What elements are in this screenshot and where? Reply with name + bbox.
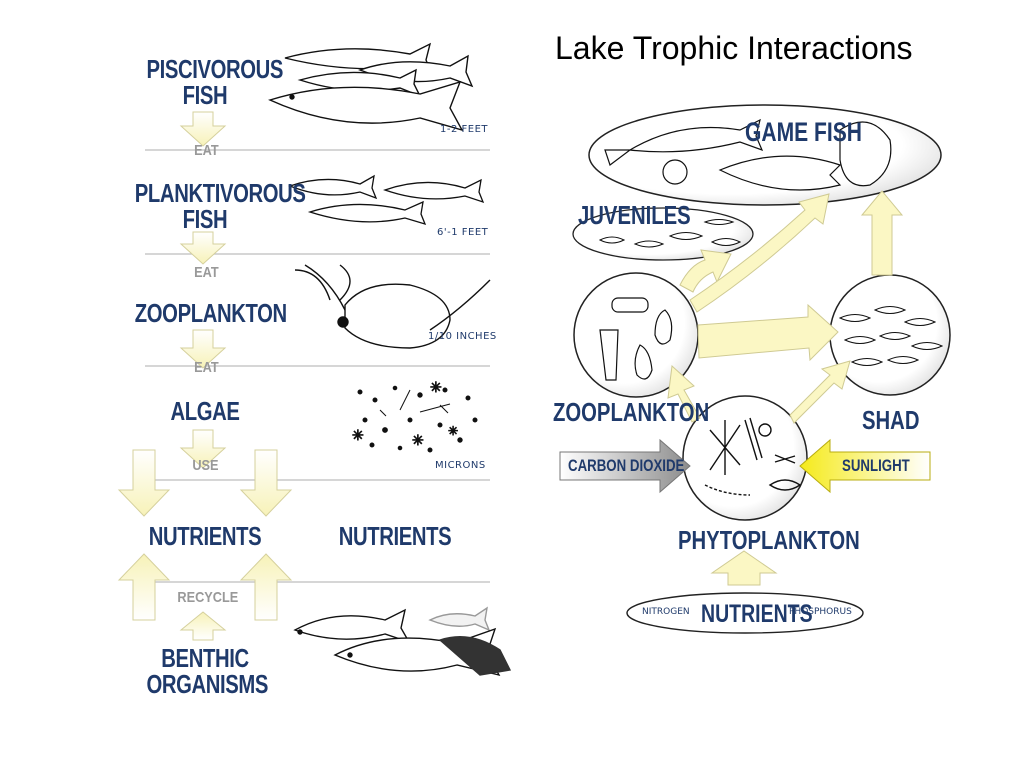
label-game-fish: GAME FISH — [745, 117, 863, 147]
planktivorous-fish-drawing — [288, 174, 485, 226]
verb-eat-2: EAT — [194, 264, 219, 281]
verb-use: USE — [192, 457, 219, 474]
svg-text:✳: ✳ — [412, 433, 424, 449]
label-phosphorus: PHOSPHORUS — [789, 607, 852, 617]
label-benthic-organisms: BENTHIC ORGANISMS — [146, 643, 269, 699]
label-juveniles: JUVENILES — [578, 200, 691, 230]
label-carbon-dioxide: CARBON DIOXIDE — [568, 456, 685, 475]
svg-text:✳: ✳ — [352, 428, 364, 444]
label-piscivorous-fish: PISCIVOROUS FISH — [146, 54, 284, 110]
benthic-fish-drawing — [293, 606, 512, 677]
zooplankton-size: 1/10 INCHES — [428, 331, 497, 342]
carbon-dioxide-arrow — [559, 438, 691, 494]
up-arrows — [117, 553, 293, 641]
game-fish-drawing — [604, 118, 892, 191]
sunlight-arrow — [799, 438, 931, 494]
label-sunlight: SUNLIGHT — [842, 456, 910, 475]
verb-recycle: RECYCLE — [177, 589, 239, 606]
verb-eat-3: EAT — [194, 359, 219, 376]
label-phytoplankton: PHYTOPLANKTON — [678, 525, 860, 555]
down-arrows — [117, 111, 293, 517]
algae-drawing: ✳ ✳ ✳ ✳ — [352, 380, 478, 453]
svg-text:✳: ✳ — [448, 424, 458, 438]
verb-eat-1: EAT — [194, 142, 219, 159]
label-nutrients-right: NUTRIENTS — [338, 521, 452, 551]
label-zooplankton-web: ZOOPLANKTON — [553, 397, 710, 427]
label-nutrients-web: NUTRIENTS — [701, 600, 813, 628]
label-zooplankton: ZOOPLANKTON — [134, 298, 287, 328]
juveniles-drawing — [598, 219, 742, 248]
feeding-arrows — [667, 190, 904, 586]
diagram-title: Lake Trophic Interactions — [555, 30, 913, 66]
label-nutrients-left: NUTRIENTS — [148, 521, 262, 551]
algae-size: MICRONS — [435, 460, 486, 471]
shad-drawing — [838, 306, 944, 366]
svg-text:✳: ✳ — [430, 380, 442, 396]
piscivorous-size: 1-2 FEET — [440, 124, 489, 135]
piscivorous-fish-drawing — [268, 42, 474, 132]
nutrients-ellipse — [626, 592, 864, 634]
zooplankton-drawing — [294, 264, 491, 349]
planktivorous-size: 6'-1 FEET — [437, 227, 489, 238]
label-algae: ALGAE — [170, 396, 240, 426]
label-nitrogen: NITROGEN — [642, 607, 690, 617]
phytoplankton-drawing — [704, 417, 802, 496]
zooplankton-circle-drawing — [599, 297, 673, 381]
phytoplankton-circle — [682, 395, 808, 521]
label-shad: SHAD — [862, 405, 920, 435]
label-planktivorous-fish: PLANKTIVOROUS FISH — [134, 178, 306, 234]
